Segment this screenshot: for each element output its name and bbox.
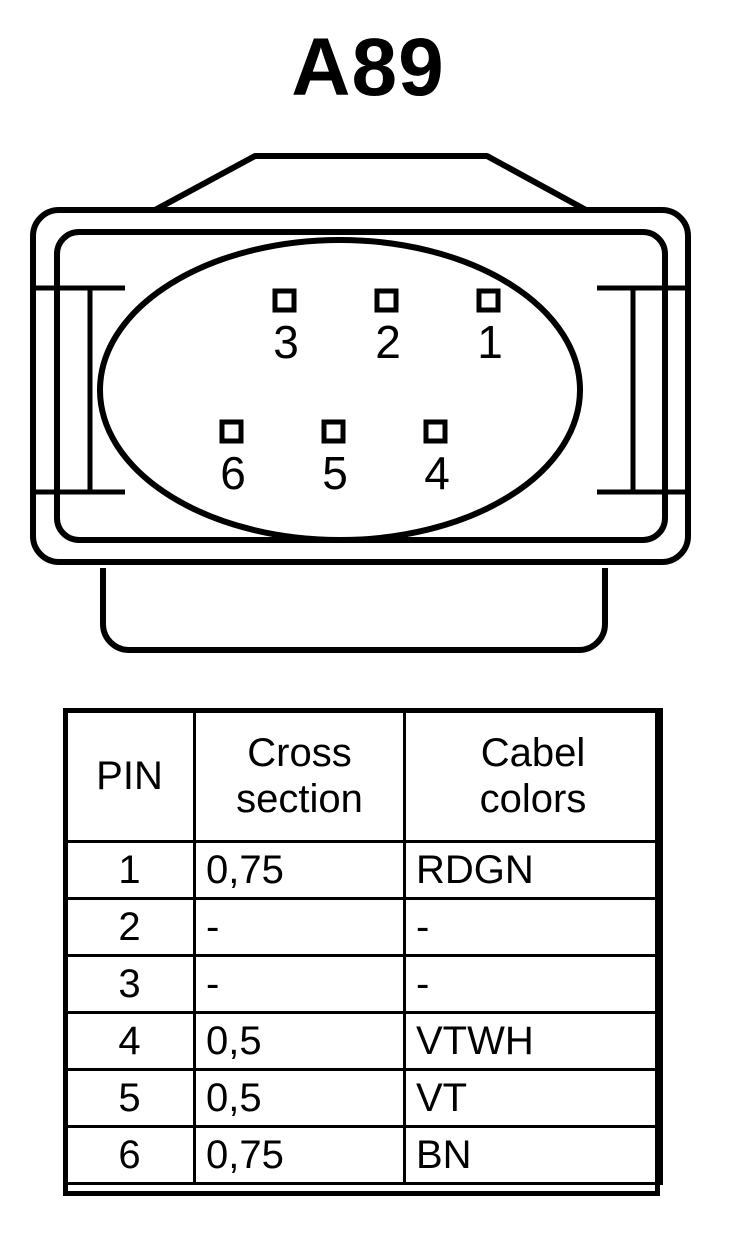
pin-contact-square <box>423 419 448 444</box>
header-line: colors <box>479 776 587 821</box>
header-line: section <box>236 776 363 821</box>
strain-relief-extension <box>100 568 608 653</box>
pin-number-label: 1 <box>477 316 503 368</box>
header-line: Cross <box>247 730 352 775</box>
pin-contact-square <box>321 419 346 444</box>
cell-pin: 2 <box>63 897 196 957</box>
pin-contact-square <box>272 288 297 313</box>
table-header-row: PIN Cross section Cabel colors <box>63 708 663 843</box>
pin-group-6[interactable]: 6 <box>219 419 246 499</box>
pin-group-1[interactable]: 1 <box>476 288 503 368</box>
cell-cable-colors: - <box>403 954 663 1014</box>
cell-cross-section: - <box>193 897 406 957</box>
cell-pin: 4 <box>63 1011 196 1071</box>
cell-cross-section: 0,5 <box>193 1011 406 1071</box>
cell-cable-colors: VT <box>403 1068 663 1128</box>
pin-assignment-table: PIN Cross section Cabel colors 1 0,75 RD… <box>63 708 663 1185</box>
cell-cross-section: - <box>193 954 406 1014</box>
cell-cable-colors: RDGN <box>403 840 663 900</box>
pin-contact-square <box>219 419 244 444</box>
table-row: 5 0,5 VT <box>63 1068 663 1128</box>
cell-cable-colors: BN <box>403 1125 663 1185</box>
cell-pin: 1 <box>63 840 196 900</box>
cavity-oval <box>97 237 583 543</box>
cell-cross-section: 0,75 <box>193 1125 406 1185</box>
table-row: 4 0,5 VTWH <box>63 1011 663 1071</box>
housing-outer-rect <box>30 207 691 565</box>
connector-diagram: 3 2 1 6 5 4 <box>30 153 691 653</box>
table-row: 6 0,75 BN <box>63 1125 663 1185</box>
pin-number-label: 6 <box>220 447 246 499</box>
column-header-cross-section: Cross section <box>193 708 406 843</box>
cell-cable-colors: - <box>403 897 663 957</box>
table-row: 3 - - <box>63 954 663 1014</box>
pin-number-label: 2 <box>375 316 401 368</box>
cell-pin: 5 <box>63 1068 196 1128</box>
pin-contact-square <box>374 288 399 313</box>
pin-number-label: 3 <box>273 316 299 368</box>
pin-group-4[interactable]: 4 <box>423 419 450 499</box>
pin-contact-square <box>476 288 501 313</box>
pin-group-5[interactable]: 5 <box>321 419 348 499</box>
cell-cross-section: 0,5 <box>193 1068 406 1128</box>
cell-pin: 6 <box>63 1125 196 1185</box>
latch-tab-shape <box>152 153 589 213</box>
column-header-cable-colors: Cabel colors <box>403 708 663 843</box>
pin-group-2[interactable]: 2 <box>374 288 401 368</box>
table-row: 2 - - <box>63 897 663 957</box>
cell-pin: 3 <box>63 954 196 1014</box>
cell-cable-colors: VTWH <box>403 1011 663 1071</box>
pin-group-3[interactable]: 3 <box>272 288 299 368</box>
pin-number-label: 4 <box>424 447 450 499</box>
page-title: A89 <box>291 22 445 113</box>
header-line: PIN <box>96 753 163 798</box>
header-line: Cabel <box>480 730 586 775</box>
table-row: 1 0,75 RDGN <box>63 840 663 900</box>
column-header-pin: PIN <box>63 708 196 843</box>
housing-inner-rect <box>54 229 668 543</box>
pin-number-label: 5 <box>322 447 348 499</box>
cell-cross-section: 0,75 <box>193 840 406 900</box>
